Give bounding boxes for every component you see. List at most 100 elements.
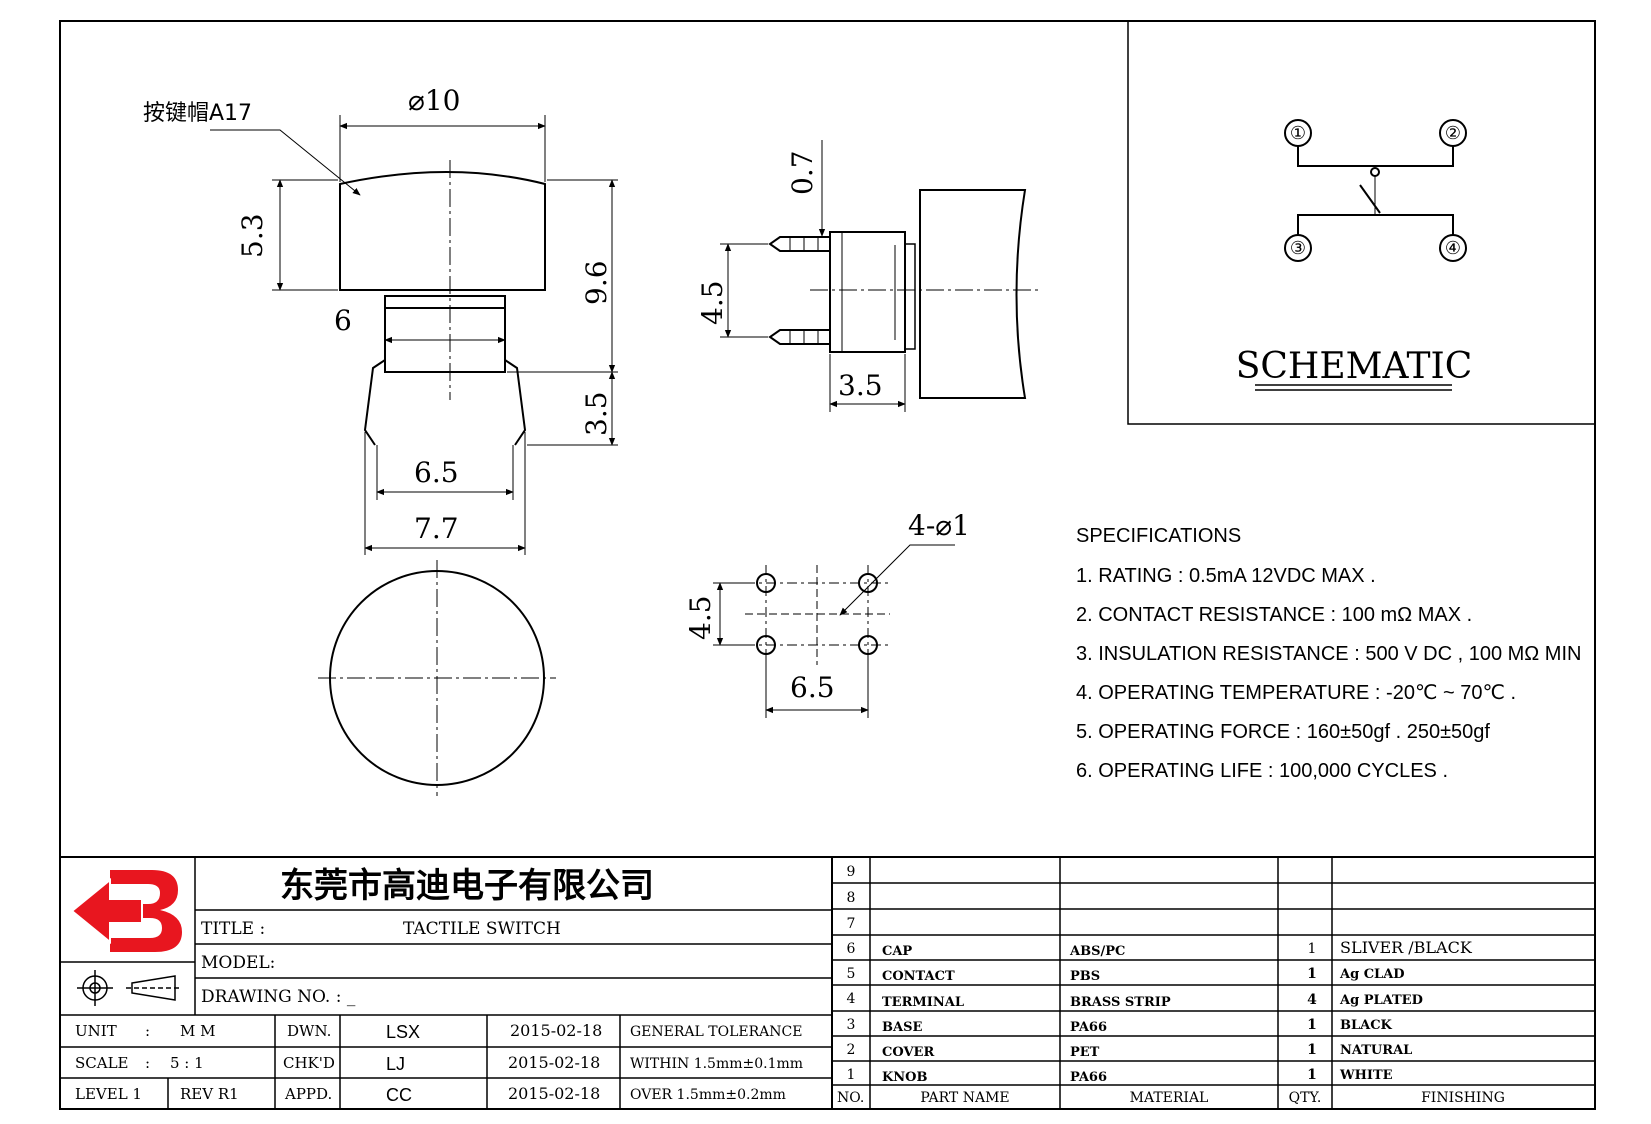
front-view xyxy=(339,160,546,446)
side-dim-labels: 0.7 4.5 3.5 xyxy=(696,150,883,402)
specifications: SPECIFICATIONS 1. RATING : 0.5mA 12VDC M… xyxy=(1076,525,1581,782)
dim-base-width: 6 xyxy=(334,304,352,337)
bom-part: BASE xyxy=(882,1020,922,1035)
bom-qty: 1 xyxy=(1307,1042,1317,1058)
revision: REV R1 xyxy=(180,1085,239,1103)
switch-symbol xyxy=(1284,119,1467,262)
unit-sep: : xyxy=(145,1022,150,1040)
appd-date: 2015-02-18 xyxy=(508,1084,600,1103)
dim-holes: 4-⌀1 xyxy=(908,509,970,542)
bom-material: ABS/PC xyxy=(1069,944,1125,959)
sheet-border xyxy=(59,20,1596,1110)
spec-item: 2. CONTACT RESISTANCE : 100 mΩ MAX . xyxy=(1076,604,1472,626)
dim-cap-height: 5.3 xyxy=(236,213,269,258)
bom-qty: 1 xyxy=(1307,1067,1317,1083)
bom-material: BRASS STRIP xyxy=(1070,995,1171,1010)
bom-table: 9 8 7 6 5 4 3 2 1 CAP CONTACT TERMINAL B… xyxy=(837,864,1505,1106)
bom-qty: 4 xyxy=(1307,992,1317,1008)
bom-part: CONTACT xyxy=(882,969,955,984)
bom-finishing: WHITE xyxy=(1339,1068,1393,1083)
dwn-label: DWN. xyxy=(287,1022,331,1040)
title-label: TITLE : xyxy=(201,919,265,939)
tolerance-header: GENERAL TOLERANCE xyxy=(630,1024,802,1040)
title-value: TACTILE SWITCH xyxy=(403,919,561,939)
scale-label: SCALE xyxy=(75,1054,129,1072)
chk-name: LJ xyxy=(386,1054,405,1074)
unit-value: M M xyxy=(180,1022,216,1040)
bom-header-qty: QTY. xyxy=(1289,1090,1322,1106)
bom-no: 3 xyxy=(847,1017,856,1033)
bom-material: PA66 xyxy=(1070,1020,1107,1035)
bom-qty: 1 xyxy=(1308,941,1317,957)
hole-dim-labels: 4-⌀1 4.5 6.5 xyxy=(684,509,970,704)
schematic-panel: ① ② ③ ④ SCHEMATIC xyxy=(1127,20,1596,425)
bom-header-material: MATERIAL xyxy=(1130,1090,1209,1106)
spec-item: 5. OPERATING FORCE : 160±50gf . 250±50gf xyxy=(1076,721,1490,743)
pin-2: ② xyxy=(1445,123,1461,144)
cap-label: 按键帽A17 xyxy=(143,101,252,126)
bom-no: 6 xyxy=(847,941,856,957)
bom-finishing: Ag CLAD xyxy=(1339,967,1405,982)
model-label: MODEL: xyxy=(201,953,275,973)
bom-finishing: BLACK xyxy=(1340,1018,1393,1033)
bom-material: PA66 xyxy=(1070,1070,1107,1085)
schematic-title: SCHEMATIC xyxy=(1236,346,1473,387)
bom-qty: 1 xyxy=(1307,966,1317,982)
spec-item: 1. RATING : 0.5mA 12VDC MAX . xyxy=(1076,565,1376,587)
spec-item: 3. INSULATION RESISTANCE : 500 V DC , 10… xyxy=(1076,643,1581,665)
bom-material: PBS xyxy=(1070,969,1100,984)
dwn-name: LSX xyxy=(386,1022,420,1042)
dim-leg-span-outer: 7.7 xyxy=(414,512,459,545)
bom-no: 1 xyxy=(847,1067,856,1083)
dim-hole-pitch-x: 6.5 xyxy=(790,671,835,704)
spec-item: 4. OPERATING TEMPERATURE : -20℃ ~ 70℃ . xyxy=(1076,682,1516,704)
bom-part: COVER xyxy=(882,1045,934,1060)
chk-date: 2015-02-18 xyxy=(508,1053,600,1072)
spec-heading: SPECIFICATIONS xyxy=(1076,525,1241,547)
appd-name: CC xyxy=(386,1085,412,1105)
dim-leg-height: 3.5 xyxy=(580,391,613,436)
top-view xyxy=(318,560,556,796)
bom-finishing: NATURAL xyxy=(1340,1043,1412,1058)
bom-part: CAP xyxy=(882,944,912,959)
bom-no: 4 xyxy=(847,991,856,1007)
bom-part: KNOB xyxy=(882,1070,928,1085)
pin-4: ④ xyxy=(1445,238,1461,259)
title-block-grid xyxy=(60,856,1595,1109)
bom-part: TERMINAL xyxy=(882,995,964,1010)
dim-total-height: 9.6 xyxy=(580,260,613,305)
bom-qty: 1 xyxy=(1307,1017,1317,1033)
company-logo xyxy=(70,870,182,952)
spec-item: 6. OPERATING LIFE : 100,000 CYCLES . xyxy=(1076,760,1448,782)
dim-side-depth: 3.5 xyxy=(838,369,883,402)
scale-sep: : xyxy=(145,1054,150,1072)
bom-no: 5 xyxy=(847,966,856,982)
bom-material: PET xyxy=(1070,1045,1100,1060)
pin-3: ③ xyxy=(1290,238,1306,259)
bom-no: 9 xyxy=(847,864,856,880)
unit-label: UNIT xyxy=(75,1022,117,1040)
tolerance-over: OVER 1.5mm±0.2mm xyxy=(630,1087,786,1103)
drawing-no-label: DRAWING NO. : _ xyxy=(201,987,356,1007)
dim-leg-span-inner: 6.5 xyxy=(414,456,459,489)
bom-no: 8 xyxy=(847,890,856,906)
hole-layout xyxy=(745,565,890,665)
dwn-date: 2015-02-18 xyxy=(510,1021,602,1040)
bom-header: NO. PART NAME MATERIAL QTY. FINISHING xyxy=(837,1090,1505,1106)
level: LEVEL 1 xyxy=(75,1085,142,1103)
dim-hole-pitch-y: 4.5 xyxy=(684,595,717,640)
bom-header-finishing: FINISHING xyxy=(1421,1090,1505,1106)
tolerance-within: WITHIN 1.5mm±0.1mm xyxy=(630,1056,803,1072)
chk-label: CHK'D xyxy=(283,1054,335,1072)
side-dimensions xyxy=(720,140,906,412)
scale-value: 5 : 1 xyxy=(170,1054,204,1072)
pin-1: ① xyxy=(1290,123,1306,144)
dim-side-offset: 0.7 xyxy=(786,150,819,195)
dim-cap-diameter: ⌀10 xyxy=(408,84,461,117)
title-block-text: 东莞市高迪电子有限公司 TITLE : TACTILE SWITCH MODEL… xyxy=(75,866,803,1105)
appd-label: APPD. xyxy=(284,1085,332,1103)
bom-header-no: NO. xyxy=(837,1090,864,1106)
bom-header-part: PART NAME xyxy=(920,1090,1009,1106)
projection-symbol-icon xyxy=(77,970,180,1006)
